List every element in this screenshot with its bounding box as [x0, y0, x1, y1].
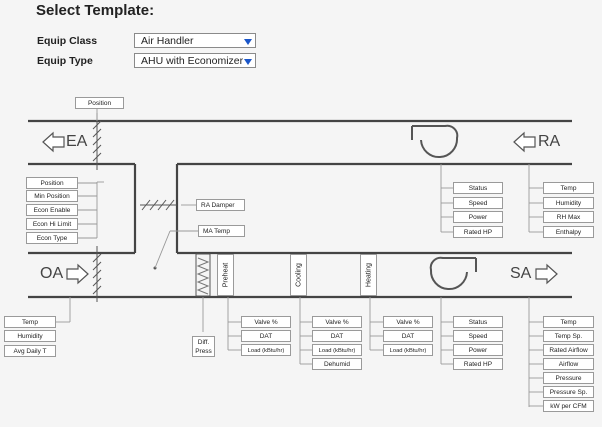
point-sf-status[interactable]: Status: [453, 316, 503, 328]
equip-class-label: Equip Class: [37, 35, 98, 47]
oa-label: OA: [40, 265, 64, 282]
point-cooling-dehumid[interactable]: Dehumid: [312, 358, 362, 370]
point-sa-temp[interactable]: Temp: [543, 316, 594, 328]
point-preheat-dat[interactable]: DAT: [241, 330, 291, 342]
equip-class-select[interactable]: Air Handler: [134, 33, 256, 48]
coil-heating[interactable]: Heating: [360, 254, 377, 296]
chevron-down-icon: [244, 39, 252, 45]
point-heating-dat[interactable]: DAT: [383, 330, 433, 342]
point-ea-damper-position[interactable]: Position: [75, 97, 124, 109]
point-econ-enable[interactable]: Econ Enable: [26, 204, 78, 216]
point-ra-rh-max[interactable]: RH Max: [543, 211, 594, 223]
ra-label: RA: [538, 133, 561, 150]
coil-cooling[interactable]: Cooling: [290, 254, 307, 296]
ea-label: EA: [66, 133, 88, 150]
point-ra-humidity[interactable]: Humidity: [543, 197, 594, 209]
point-heating-valve[interactable]: Valve %: [383, 316, 433, 328]
point-sa-rated-airflow[interactable]: Rated Airflow: [543, 344, 594, 356]
point-sa-kw-per-cfm[interactable]: kW per CFM: [543, 400, 594, 412]
point-oa-avg-daily-t[interactable]: Avg Daily T: [4, 345, 56, 357]
point-preheat-valve[interactable]: Valve %: [241, 316, 291, 328]
equip-type-label: Equip Type: [37, 55, 93, 67]
point-sa-pressure[interactable]: Pressure: [543, 372, 594, 384]
point-sf-rated-hp[interactable]: Rated HP: [453, 358, 503, 370]
coil-preheat[interactable]: Preheat: [217, 254, 234, 296]
point-sf-power[interactable]: Power: [453, 344, 503, 356]
page-title: Select Template:: [36, 2, 155, 19]
point-filter-diff-press[interactable]: Diff. Press: [192, 336, 215, 357]
point-ma-temp[interactable]: MA Temp: [198, 225, 245, 237]
point-sa-temp-sp[interactable]: Temp Sp.: [543, 330, 594, 342]
point-sa-pressure-sp[interactable]: Pressure Sp.: [543, 386, 594, 398]
point-econ-position[interactable]: Position: [26, 177, 78, 189]
point-heating-load[interactable]: Load (kBtu/hr): [383, 344, 433, 356]
point-ra-enthalpy[interactable]: Enthalpy: [543, 226, 594, 238]
point-cooling-valve[interactable]: Valve %: [312, 316, 362, 328]
point-oa-temp[interactable]: Temp: [4, 316, 56, 328]
point-rf-rated-hp[interactable]: Rated HP: [453, 226, 503, 238]
point-rf-speed[interactable]: Speed: [453, 197, 503, 209]
point-econ-type[interactable]: Econ Type: [26, 232, 78, 244]
sa-label: SA: [510, 265, 532, 282]
point-ra-temp[interactable]: Temp: [543, 182, 594, 194]
chevron-down-icon: [244, 59, 252, 65]
point-preheat-load[interactable]: Load (kBtu/hr): [241, 344, 291, 356]
point-rf-power[interactable]: Power: [453, 211, 503, 223]
equip-type-select[interactable]: AHU with Economizer: [134, 53, 256, 68]
point-oa-humidity[interactable]: Humidity: [4, 330, 56, 342]
point-rf-status[interactable]: Status: [453, 182, 503, 194]
point-ra-damper[interactable]: RA Damper: [196, 199, 245, 211]
point-sf-speed[interactable]: Speed: [453, 330, 503, 342]
point-cooling-dat[interactable]: DAT: [312, 330, 362, 342]
point-econ-hi-limit[interactable]: Econ Hi Limit: [26, 218, 78, 230]
point-econ-min-position[interactable]: Min Position: [26, 190, 78, 202]
point-cooling-load[interactable]: Load (kBtu/hr): [312, 344, 362, 356]
point-sa-airflow[interactable]: Airflow: [543, 358, 594, 370]
